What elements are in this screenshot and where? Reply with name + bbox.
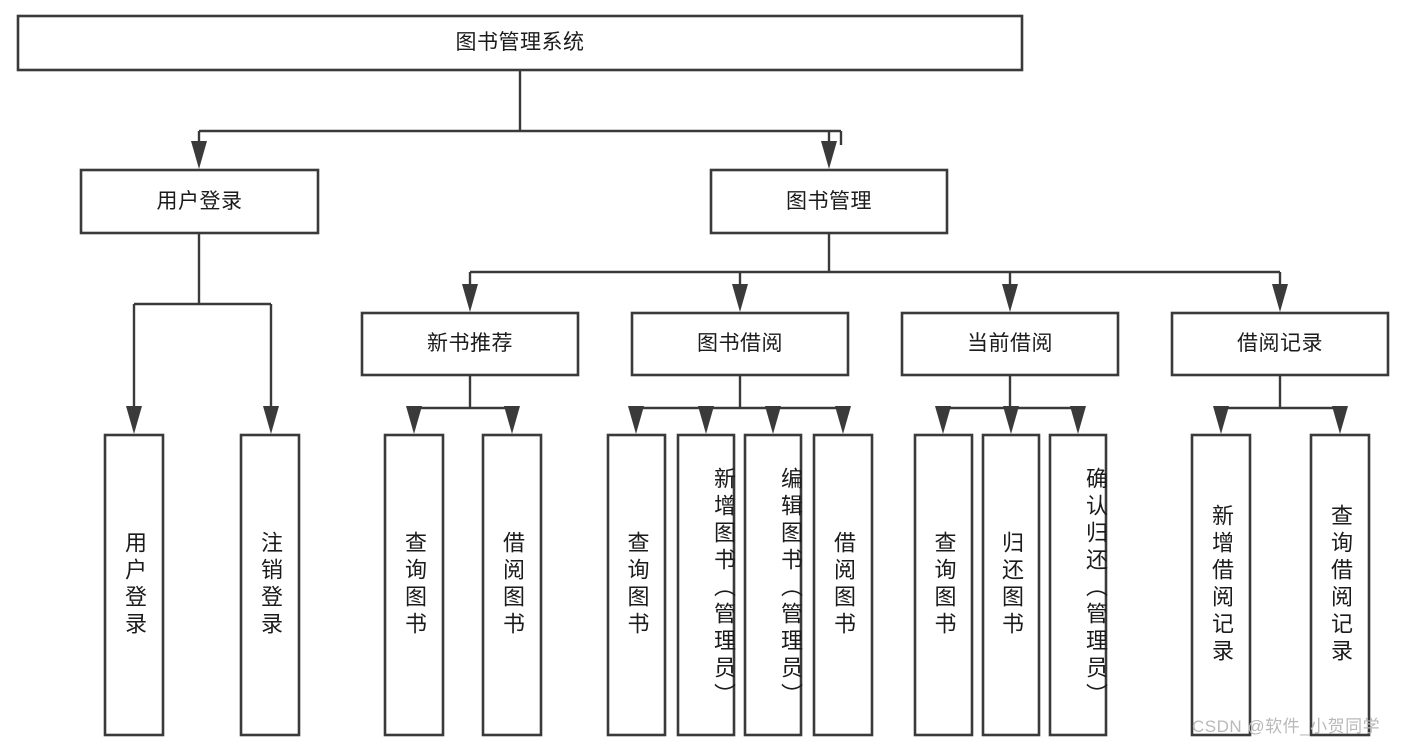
node-box-leaf-query-book-borrow[interactable] <box>606 433 667 737</box>
node-box-leaf-add-record[interactable] <box>1190 433 1252 737</box>
connector-book-borrow-to-leaves <box>628 375 851 434</box>
node-box-leaf-return-book[interactable] <box>981 433 1041 737</box>
node-box-leaf-query-book-current[interactable] <box>913 433 974 737</box>
node-box-leaf-query-record[interactable] <box>1309 433 1371 737</box>
node-box-leaf-logout[interactable] <box>239 433 301 737</box>
node-box-root[interactable] <box>16 14 1024 72</box>
node-box-book-borrow[interactable] <box>630 311 850 377</box>
node-box-leaf-user-login[interactable] <box>103 433 165 737</box>
node-box-leaf-borrow-book-recommend[interactable] <box>481 433 543 737</box>
connector-new-book-recommend-to-leaves <box>406 375 520 434</box>
connector-root-to-level2 <box>191 70 843 169</box>
connector-current-borrow-to-leaves <box>935 375 1086 434</box>
node-box-leaf-edit-book[interactable] <box>743 433 803 737</box>
node-box-leaf-confirm-return[interactable] <box>1048 433 1108 737</box>
node-box-new-book-recommend[interactable] <box>360 311 580 377</box>
csdn-watermark: CSDN @软件_小贺同学 <box>1192 717 1381 736</box>
node-box-current-borrow[interactable] <box>900 311 1120 377</box>
connector-book-management-to-level3 <box>462 233 1288 312</box>
node-box-user-login[interactable] <box>79 168 320 235</box>
node-box-leaf-add-book[interactable] <box>676 433 736 737</box>
node-box-borrow-record[interactable] <box>1170 311 1390 377</box>
connector-borrow-record-to-leaves <box>1213 375 1348 434</box>
node-box-leaf-borrow-book[interactable] <box>812 433 874 737</box>
node-box-leaf-query-book-recommend[interactable] <box>383 433 445 737</box>
node-box-book-management[interactable] <box>709 168 949 235</box>
connector-user-login-to-leaves <box>126 233 279 434</box>
